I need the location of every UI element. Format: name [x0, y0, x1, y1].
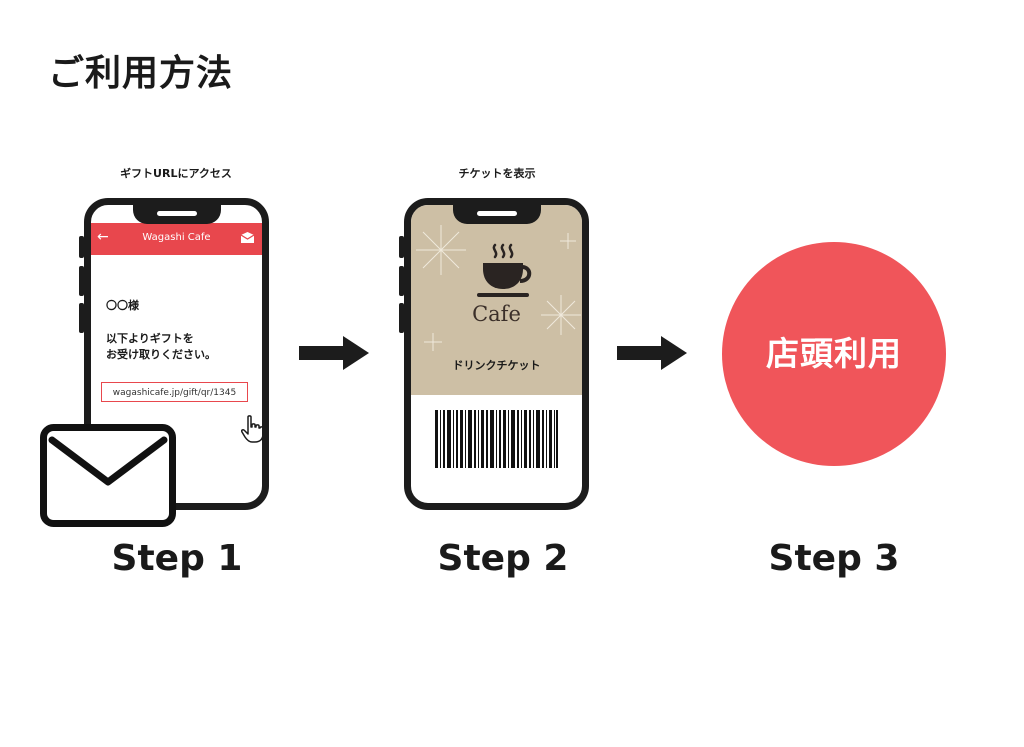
phone2-side-button [399, 236, 404, 258]
recipient-name: 〇〇様 [106, 299, 139, 312]
phone2-side-button [399, 266, 404, 296]
step2-label: Step 2 [437, 538, 569, 579]
step1-label: Step 1 [111, 538, 243, 579]
gift-message-line2: お受け取りください。 [106, 348, 216, 361]
step2-caption: チケットを表示 [458, 167, 536, 180]
cafe-brand: Cafe [472, 302, 521, 326]
phone2-side-button [399, 303, 404, 333]
phone1-side-button [79, 266, 84, 296]
right-arrow-icon [617, 336, 687, 370]
back-arrow-icon[interactable]: ← [97, 229, 109, 245]
step1-caption: ギフトURLにアクセス [120, 167, 232, 180]
sparkle-decoration [416, 225, 581, 351]
right-arrow-icon [299, 336, 369, 370]
pointer-hand-icon [241, 415, 262, 443]
in-store-use-badge: 店頭利用 [722, 242, 946, 466]
page-title: ご利用方法 [48, 53, 234, 94]
app-title: Wagashi Cafe [142, 232, 211, 243]
mail-icon[interactable] [241, 232, 254, 243]
envelope-icon [40, 424, 176, 527]
phone-step2: Cafe ドリンクチケット [404, 198, 589, 510]
gift-message-line1: 以下よりギフトを [106, 332, 194, 345]
gift-url-link[interactable]: wagashicafe.jp/gift/qr/1345 [101, 382, 248, 402]
phone-notch [132, 205, 221, 224]
phone1-side-button [79, 303, 84, 333]
barcode-icon[interactable] [435, 410, 558, 468]
step3-label: Step 3 [768, 538, 900, 579]
ticket-name: ドリンクチケット [452, 359, 541, 372]
coffee-cup-icon [477, 243, 532, 297]
phone-notch [452, 205, 541, 224]
app-bar: ← Wagashi Cafe [91, 223, 262, 255]
in-store-use-label: 店頭利用 [766, 334, 902, 373]
phone1-side-button [79, 236, 84, 258]
ticket-header: Cafe ドリンクチケット [411, 205, 582, 395]
